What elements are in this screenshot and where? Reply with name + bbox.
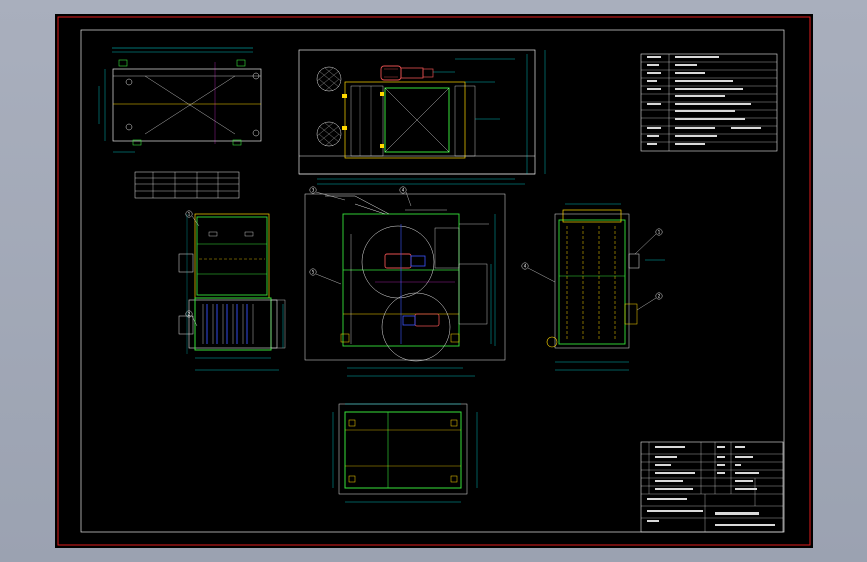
balloon-right-4: 4: [521, 262, 529, 270]
left-elevation-view: [178, 213, 286, 371]
balloon-right-1: 1: [655, 228, 663, 236]
leader-lines: [191, 191, 657, 327]
title-block: [640, 441, 784, 533]
balloon-left-2: 2: [185, 310, 193, 318]
front-section-view: [304, 193, 506, 377]
drawing-sheet: 1 2 3 4 5 1 2 4: [55, 14, 813, 548]
technical-notes-table: [640, 53, 778, 152]
plan-view-left: [98, 47, 262, 153]
svg-text:1: 1: [188, 212, 191, 217]
balloon-left-1: 1: [185, 210, 193, 218]
balloon-front-3: 3: [309, 186, 317, 194]
svg-text:1: 1: [658, 230, 661, 235]
right-elevation-view: [546, 203, 665, 371]
svg-text:4: 4: [524, 264, 527, 269]
balloon-front-5: 5: [309, 268, 317, 276]
svg-text:3: 3: [312, 188, 315, 193]
leg-table: [134, 171, 240, 199]
balloon-front-4: 4: [399, 186, 407, 194]
plan-view-middle: [298, 49, 546, 185]
svg-text:2: 2: [658, 294, 661, 299]
outer-frame: [57, 16, 811, 546]
svg-text:4: 4: [402, 188, 405, 193]
svg-text:5: 5: [312, 270, 315, 275]
bottom-plan-view: [332, 403, 478, 503]
drawing-canvas: 1 2 3 4 5 1 2 4: [57, 16, 811, 546]
balloon-right-2: 2: [655, 292, 663, 300]
svg-text:2: 2: [188, 312, 191, 317]
inner-frame: [80, 29, 785, 533]
